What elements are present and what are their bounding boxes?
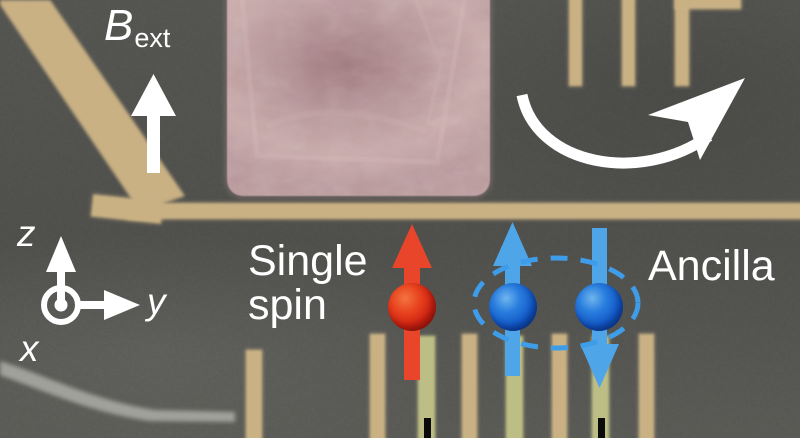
ancilla-sphere-right — [575, 283, 623, 331]
ancilla-sphere-left — [489, 283, 537, 331]
ancilla-label: Ancilla — [648, 242, 775, 290]
gate-finger-top-crossbar — [675, 0, 741, 9]
micromagnet-pad — [227, 0, 490, 196]
gate-finger-bottom-5 — [552, 334, 567, 438]
gate-finger-top-1 — [569, 0, 582, 86]
single-spin-label-line1: Single — [248, 237, 368, 285]
gate-finger-bottom-2 — [418, 336, 435, 438]
bext-subscript: ext — [134, 23, 171, 53]
external-field-label: Bext — [104, 1, 170, 52]
gate-finger-top-3 — [675, 0, 689, 86]
gate-horizontal-bar — [128, 203, 800, 219]
gate-finger-bottom-3 — [462, 334, 477, 438]
gate-finger-bottom-7 — [639, 334, 654, 438]
single-spin-label-line2: spin — [248, 280, 327, 329]
gate-finger-top-2 — [622, 0, 635, 86]
single-spin-label: Single spin — [248, 237, 368, 329]
axis-label-x: x — [20, 328, 39, 369]
micromagnet-texture — [227, 0, 490, 196]
scale-tick-left — [424, 418, 431, 438]
single-spin-sphere — [388, 283, 436, 331]
gate-finger-bottom-1 — [370, 334, 385, 438]
axis-label-y: y — [147, 281, 166, 322]
gate-finger-bottom-8 — [246, 350, 262, 438]
bext-symbol: B — [104, 1, 134, 50]
scale-tick-right — [598, 418, 605, 438]
axis-label-z: z — [17, 213, 36, 254]
